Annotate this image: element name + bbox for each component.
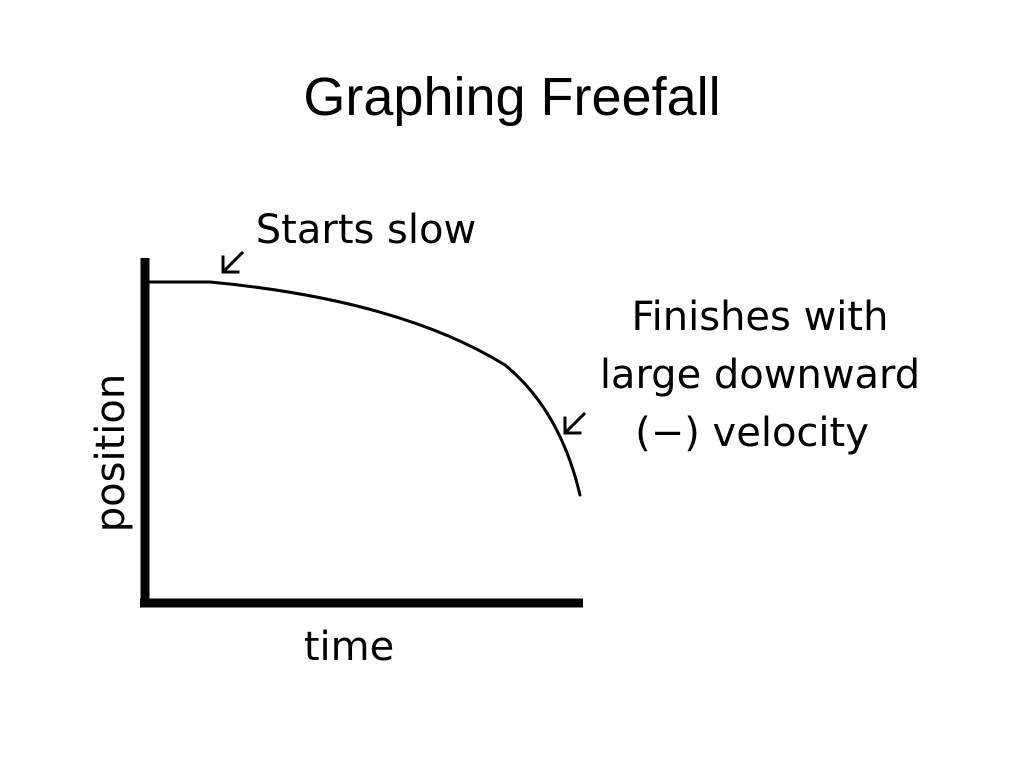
- arrow-start-icon: [221, 250, 245, 274]
- annotation-end-line-2: large downward: [600, 352, 920, 398]
- position-curve: [146, 280, 582, 497]
- annotation-start-label: Starts slow: [256, 207, 476, 253]
- y-axis-label: position: [88, 374, 134, 532]
- arrow-end-icon: [563, 411, 587, 435]
- annotation-end-line-1: Finishes with: [632, 294, 889, 340]
- slide-title: Graphing Freefall: [303, 67, 721, 127]
- x-axis-label: time: [304, 624, 394, 670]
- annotation-end-line-3: (−) velocity: [635, 410, 869, 456]
